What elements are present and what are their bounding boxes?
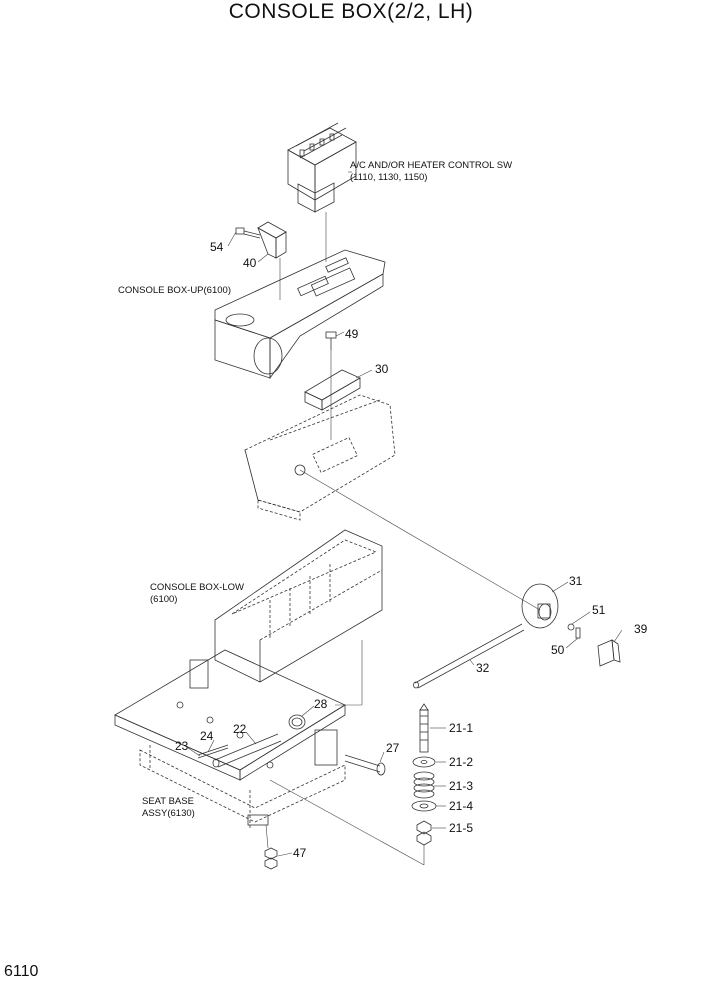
pin-24 — [197, 744, 229, 759]
rod-32 — [413, 623, 525, 689]
bolt-27 — [344, 754, 386, 776]
page-title: CONSOLE BOX(2/2, LH) — [228, 0, 474, 23]
washer-21-2 — [412, 756, 436, 768]
rod-22 — [212, 733, 282, 768]
washer-51 — [567, 623, 575, 631]
console-box-up — [214, 249, 386, 380]
screw-50 — [575, 627, 581, 639]
lever-31 — [521, 583, 559, 629]
part-label-54: 54 — [210, 240, 224, 254]
part-label-21-1: 21-1 — [449, 721, 473, 735]
washer-21-4 — [411, 800, 437, 812]
nuts-21-5 — [416, 820, 432, 846]
spring-21-3 — [413, 771, 435, 799]
part-label-28: 28 — [314, 697, 328, 711]
part-label-51: 51 — [592, 603, 606, 617]
bracket-30 — [304, 369, 361, 411]
part-label-39: 39 — [634, 622, 648, 636]
part-label-21-4: 21-4 — [449, 799, 473, 813]
page-number: 6110 — [4, 963, 39, 980]
ac-heater-label-1: A/C AND/OR HEATER CONTROL SW — [350, 160, 512, 171]
part-label-21-3: 21-3 — [449, 779, 473, 793]
part-label-40: 40 — [243, 256, 257, 270]
console-box-low — [214, 529, 383, 683]
nuts-47 — [264, 847, 278, 870]
part-label-21-5: 21-5 — [449, 821, 473, 835]
screw-49 — [325, 331, 337, 440]
part-label-21-2: 21-2 — [449, 755, 473, 769]
ac-heater-label-2: (1110, 1130, 1150) — [350, 172, 427, 183]
seat-base-label-1: SEAT BASE — [142, 796, 194, 807]
console-low-label-2: (6100) — [150, 594, 177, 605]
knob-39 — [597, 639, 621, 667]
ring-28 — [288, 714, 306, 730]
part-label-31: 31 — [569, 574, 583, 588]
part-label-30: 30 — [375, 362, 389, 376]
part-label-50: 50 — [551, 643, 565, 657]
part-label-49: 49 — [345, 327, 359, 341]
handle-40 — [257, 221, 287, 259]
console-up-label: CONSOLE BOX-UP(6100) — [118, 285, 231, 296]
part-label-47: 47 — [293, 846, 307, 860]
bolt-54 — [235, 227, 261, 239]
part-label-24: 24 — [200, 729, 214, 743]
part-label-27: 27 — [386, 741, 400, 755]
console-low-label-1: CONSOLE BOX-LOW — [150, 582, 244, 593]
console-frame — [244, 394, 396, 521]
part-label-32: 32 — [476, 661, 490, 675]
bolt-21-1 — [419, 703, 429, 753]
ac-heater-switch — [287, 122, 357, 213]
seat-base-label-2: ASSY(6130) — [142, 808, 195, 819]
part-label-22: 22 — [233, 722, 247, 736]
part-label-23: 23 — [175, 739, 189, 753]
